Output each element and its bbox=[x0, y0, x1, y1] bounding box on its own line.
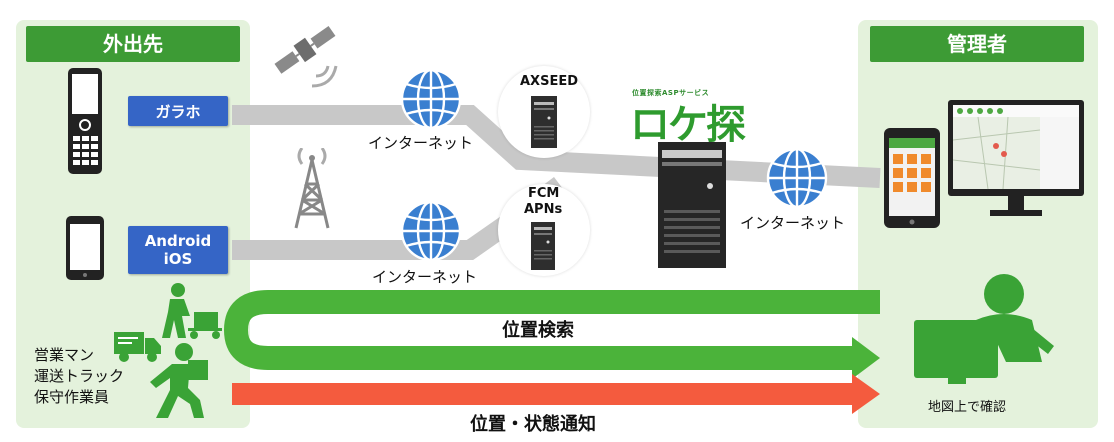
worker-type-maintenance: 保守作業員 bbox=[34, 388, 110, 406]
axseed-label: AXSEED bbox=[520, 74, 578, 89]
notify-flow-bar bbox=[232, 383, 862, 405]
notify-flow-label: 位置・状態通知 bbox=[470, 414, 596, 435]
brand-logo: ロケ探 bbox=[630, 102, 746, 148]
search-arrowhead bbox=[852, 337, 880, 379]
satellite-icon bbox=[274, 26, 338, 88]
server-icon bbox=[531, 222, 555, 270]
search-flow-label: 位置検索 bbox=[502, 320, 574, 341]
admin-panel-header: 管理者 bbox=[870, 26, 1084, 62]
admin-caption: 地図上で確認 bbox=[928, 400, 1007, 415]
smartphone-os-line2: iOS bbox=[163, 250, 193, 268]
admin-person-icon bbox=[914, 274, 1054, 384]
search-flow-arrow bbox=[223, 290, 880, 370]
globe-icon bbox=[766, 147, 828, 209]
logo-tagline: 位置探索ASPサービス bbox=[632, 89, 710, 97]
feature-phone-icon bbox=[68, 68, 102, 174]
smartphone-os-label: Android iOS bbox=[128, 226, 228, 274]
globe-icon bbox=[400, 200, 462, 262]
feature-phone-label-text: ガラホ bbox=[155, 102, 201, 121]
feature-phone-label: ガラホ bbox=[128, 96, 228, 126]
server-icon bbox=[658, 142, 726, 268]
push-service-label-line2: APNs bbox=[524, 202, 563, 217]
globe-icon bbox=[400, 68, 462, 130]
notify-arrowhead bbox=[852, 374, 880, 414]
worker-type-sales: 営業マン bbox=[34, 346, 95, 364]
field-panel-header: 外出先 bbox=[26, 26, 240, 62]
server-icon bbox=[531, 96, 557, 148]
smartphone-os-line1: Android bbox=[144, 232, 212, 250]
worker-cart-icon bbox=[162, 283, 222, 339]
monitor-icon bbox=[948, 100, 1084, 216]
cell-tower-icon bbox=[294, 148, 330, 229]
push-service-label-line1: FCM bbox=[528, 186, 560, 201]
internet-label-right: インターネット bbox=[740, 214, 846, 232]
smartphone-icon bbox=[66, 216, 104, 280]
tablet-icon bbox=[884, 128, 940, 228]
delivery-truck-icon bbox=[114, 332, 161, 362]
worker-type-truck: 運送トラック bbox=[34, 367, 125, 385]
runner-icon bbox=[150, 343, 208, 418]
field-panel bbox=[16, 20, 250, 428]
internet-label-top: インターネット bbox=[368, 134, 474, 152]
internet-label-bottom: インターネット bbox=[372, 268, 478, 286]
